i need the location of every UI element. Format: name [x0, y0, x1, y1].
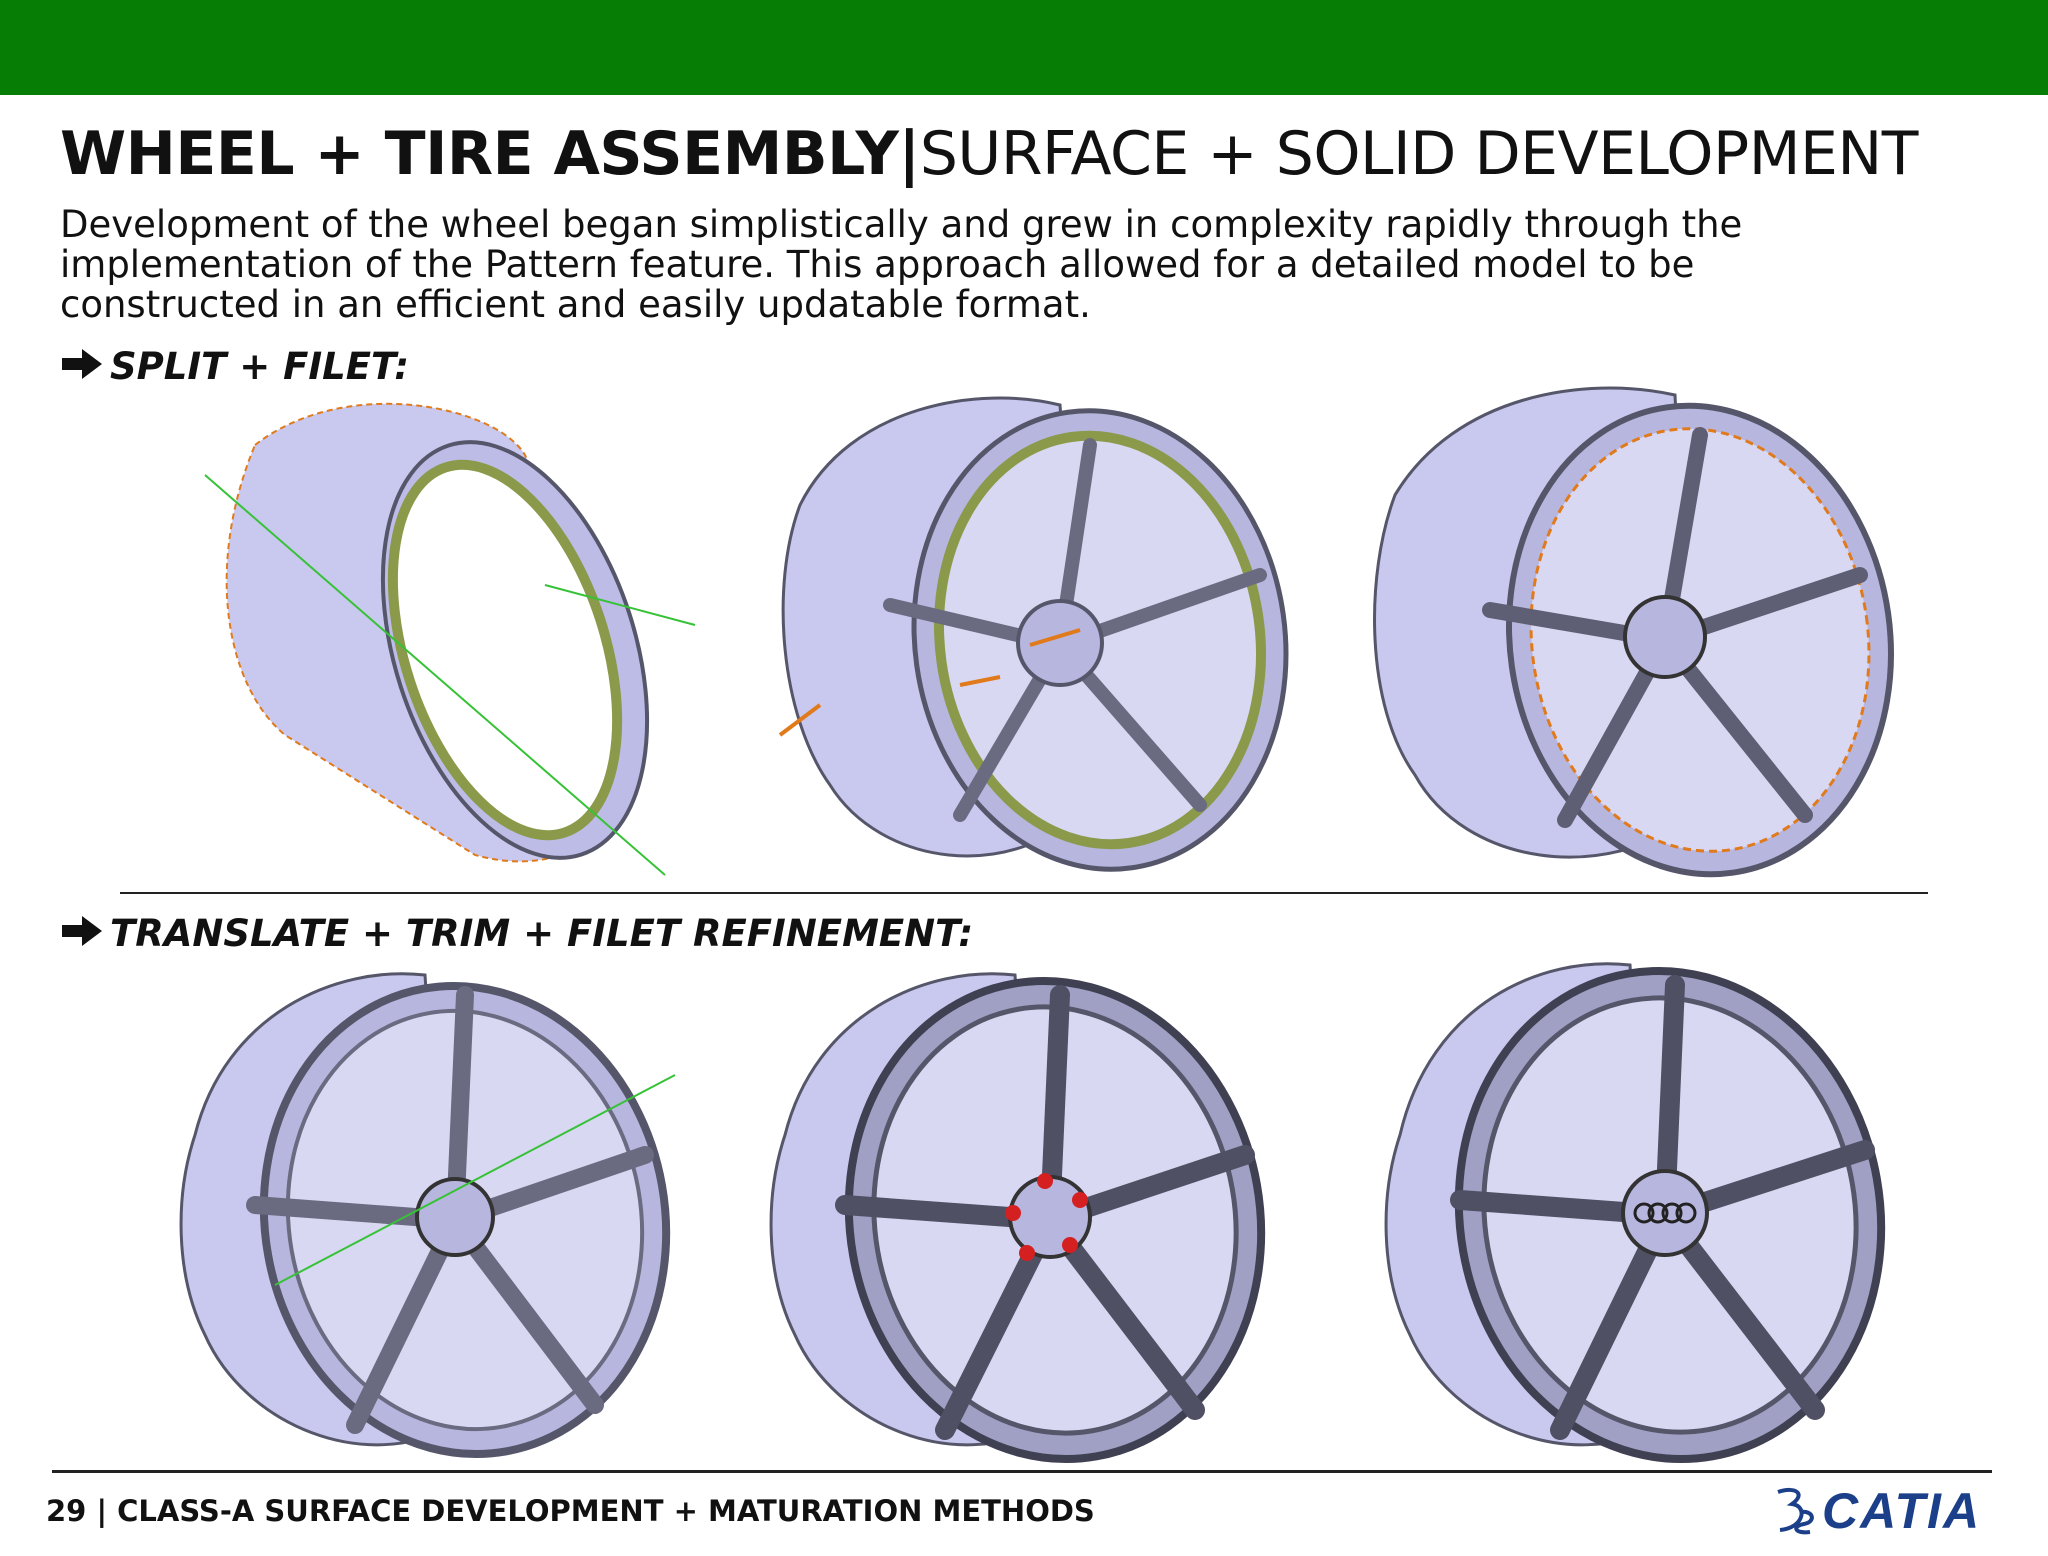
wheel-render-rim-barrel [204, 402, 696, 876]
catia-wordmark: CATIA [1822, 1483, 1982, 1539]
wheel-render-five-spoke-filleted [1373, 386, 1894, 878]
arrow-right-icon [60, 914, 104, 957]
title-light: SURFACE + SOLID DEVELOPMENT [919, 119, 1919, 189]
section-divider [120, 892, 1928, 894]
wheel-render-five-spoke-basic [778, 396, 1289, 872]
section-heading-translate-trim-filet: TRANSLATE + TRIM + FILET REFINEMENT: [60, 912, 973, 957]
page-title: WHEEL + TIRE ASSEMBLY|SURFACE + SOLID DE… [60, 118, 1918, 190]
catia-logo: CATIA [1770, 1480, 2000, 1540]
section-label: SPLIT + FILET: [110, 345, 410, 388]
footer-text: 29 | CLASS-A SURFACE DEVELOPMENT + MATUR… [46, 1494, 1095, 1528]
wheel-render-translated-spokes [179, 972, 676, 1459]
section-heading-split-filet: SPLIT + FILET: [60, 345, 409, 390]
section-label: TRANSLATE + TRIM + FILET REFINEMENT: [110, 912, 974, 955]
description-paragraph: Development of the wheel began simplisti… [60, 203, 1743, 326]
wheel-render-with-lug-nuts [769, 972, 1266, 1464]
footer-divider [52, 1470, 1992, 1473]
3ds-logo-mark-icon [1770, 1484, 1820, 1547]
top-accent-bar [0, 0, 2048, 95]
wheel-render-final-with-emblem [1384, 962, 1886, 1464]
arrow-right-icon [60, 347, 104, 390]
title-bold: WHEEL + TIRE ASSEMBLY| [60, 119, 920, 189]
